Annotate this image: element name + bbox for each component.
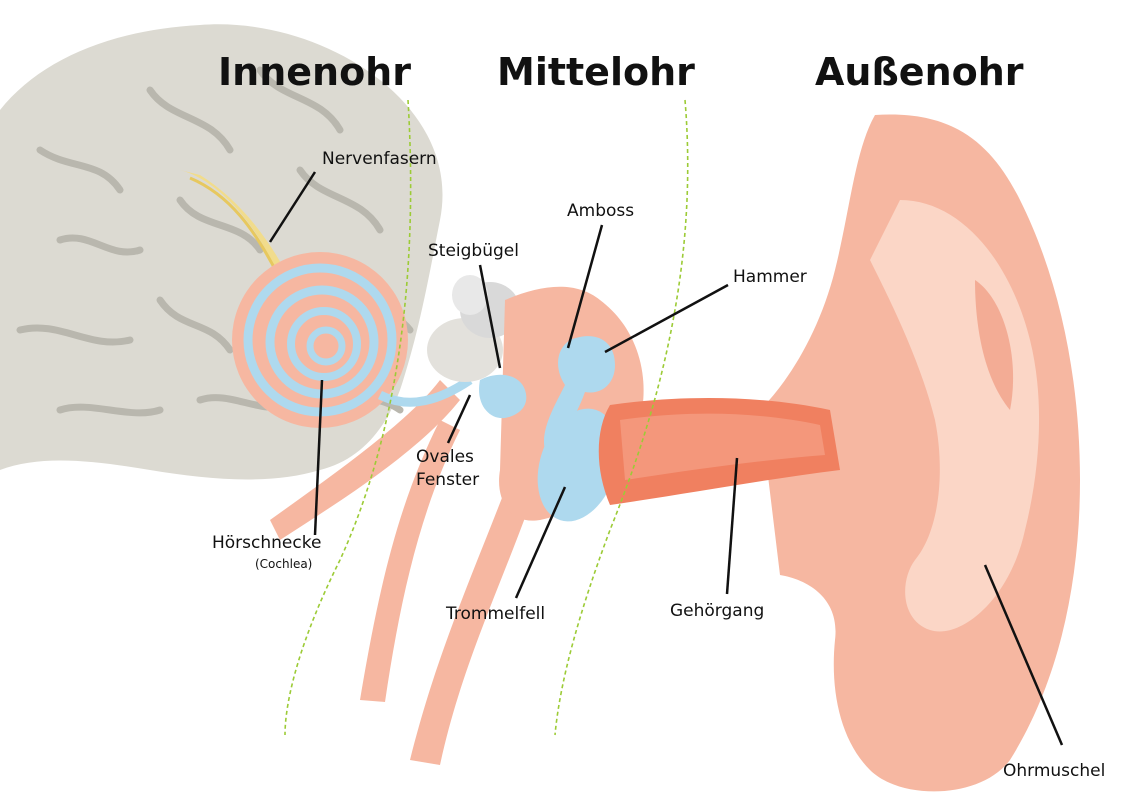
- header-innenohr: Innenohr: [218, 50, 411, 94]
- label-cochlea-sub: (Cochlea): [255, 557, 312, 571]
- label-hoerschnecke: Hörschnecke: [212, 532, 321, 554]
- leader-hammer: [605, 285, 728, 352]
- label-ovales: Ovales: [416, 446, 474, 468]
- header-aussenohr: Außenohr: [815, 50, 1024, 94]
- label-amboss: Amboss: [567, 200, 634, 222]
- label-nervenfasern: Nervenfasern: [322, 148, 437, 170]
- label-steigbuegel: Steigbügel: [428, 240, 519, 262]
- label-hammer: Hammer: [733, 266, 807, 288]
- label-gehoergang: Gehörgang: [670, 600, 764, 622]
- label-trommelfell: Trommelfell: [446, 603, 545, 625]
- header-mittelohr: Mittelohr: [497, 50, 695, 94]
- label-fenster: Fenster: [416, 469, 479, 491]
- label-ohrmuschel: Ohrmuschel: [1003, 760, 1105, 782]
